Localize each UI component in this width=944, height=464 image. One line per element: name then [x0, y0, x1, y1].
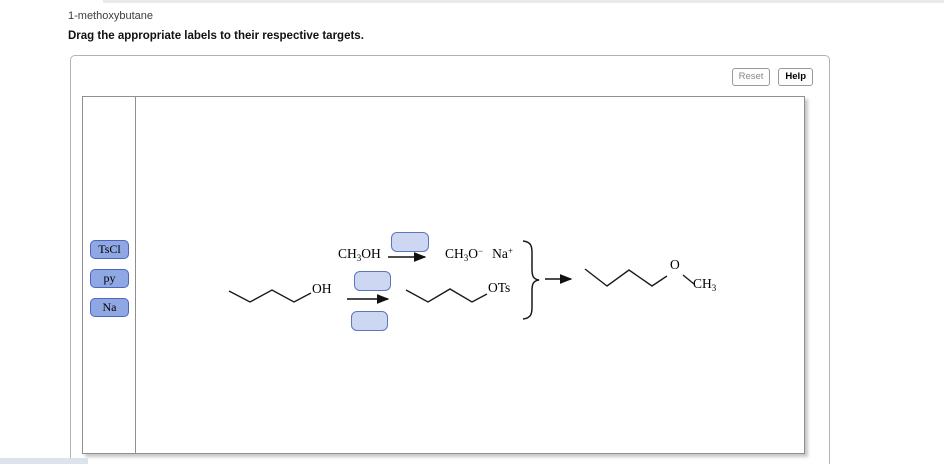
formula-charge: + — [507, 246, 513, 256]
product-skeleton — [584, 268, 668, 287]
butanol-skeleton — [228, 289, 312, 303]
methyl-label: CH3 — [693, 276, 716, 293]
formula-part: OH — [361, 246, 381, 261]
formula-methoxide-sodium: CH3O−Na+ — [445, 246, 513, 263]
instruction-text: Drag the appropriate labels to their res… — [68, 30, 364, 42]
formula-charge: − — [478, 246, 484, 256]
formula-subscript: 3 — [711, 283, 717, 293]
formula-part: O — [468, 246, 479, 261]
drag-label-na[interactable]: Na — [90, 298, 129, 317]
formula-part: CH — [693, 276, 712, 291]
formula-subscript: 3 — [356, 253, 362, 263]
formula-subscript: 3 — [463, 253, 469, 263]
drop-target-2[interactable] — [354, 271, 391, 291]
bottom-edge-strip — [0, 458, 88, 464]
help-button[interactable]: Help — [778, 68, 813, 86]
formula-methanol: CH3OH — [338, 246, 381, 263]
toolbar: Reset Help — [731, 68, 813, 86]
drag-label-tscl[interactable]: TsCl — [90, 240, 129, 259]
scheme-canvas: TsCl py Na CH3OH — [82, 96, 805, 454]
top-edge-strip — [103, 0, 944, 3]
page-title: 1-methoxybutane — [68, 10, 153, 22]
tosylate-label: OTs — [488, 280, 511, 295]
tosylate-skeleton — [405, 288, 488, 303]
activity-panel: Reset Help TsCl py Na — [70, 55, 830, 464]
formula-part: Na — [492, 246, 508, 261]
drop-target-1[interactable] — [391, 232, 429, 252]
hydroxyl-label: OH — [312, 281, 332, 296]
tray-divider — [135, 97, 136, 453]
formula-part: CH — [338, 246, 357, 261]
formula-part: CH — [445, 246, 464, 261]
reset-button[interactable]: Reset — [731, 68, 771, 86]
ether-oxygen-label: O — [670, 257, 680, 272]
combining-brace — [522, 240, 540, 320]
drag-label-py[interactable]: py — [90, 269, 129, 288]
drop-target-3[interactable] — [351, 311, 388, 331]
